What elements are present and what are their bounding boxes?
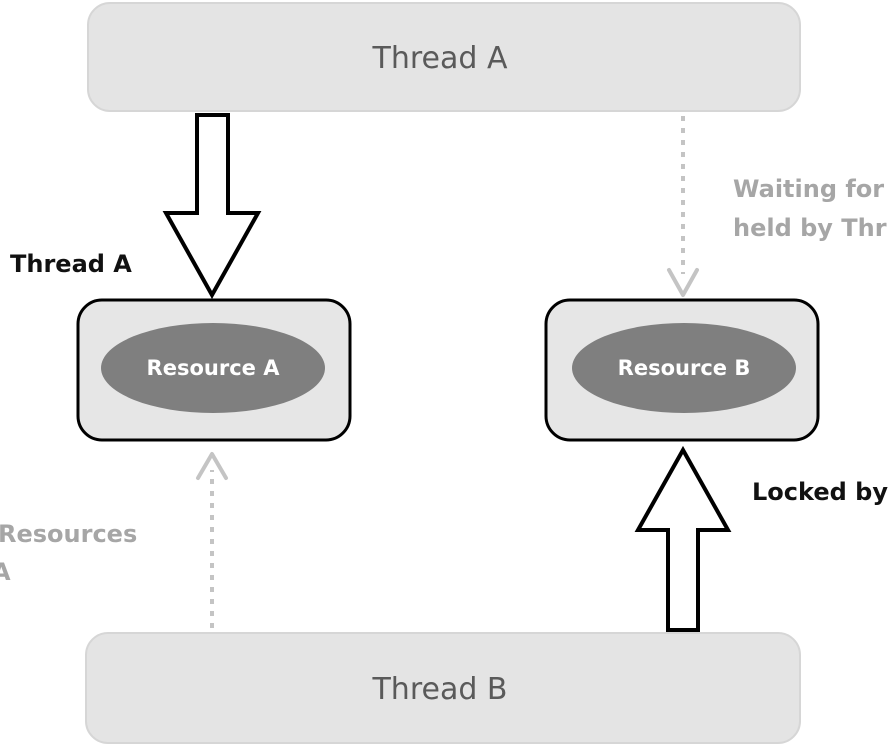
resource-a-ellipse bbox=[101, 323, 325, 413]
dotted-arrow-down-icon bbox=[667, 116, 699, 297]
resources-line1: Resources bbox=[0, 520, 137, 548]
resource-b-box: Resource B bbox=[544, 298, 820, 442]
resource-b-ellipse bbox=[572, 323, 796, 413]
solid-arrow-up-icon bbox=[634, 445, 732, 632]
locked-by-thread-a-label: Thread A bbox=[10, 250, 132, 278]
thread-a-bar: Thread A bbox=[87, 2, 801, 112]
dotted-arrow-up-icon bbox=[196, 452, 228, 628]
resource-a-box: Resource A bbox=[76, 298, 352, 442]
locked-by-label: Locked by bbox=[752, 478, 888, 506]
thread-b-bar: Thread B bbox=[85, 632, 801, 744]
thread-b-bar-label: Thread B bbox=[371, 672, 507, 707]
resources-line2: A bbox=[0, 558, 11, 586]
waiting-for-line1: Waiting for bbox=[733, 175, 884, 203]
resource-b-label: Resource B bbox=[618, 356, 751, 380]
waiting-for-line2: held by Thr bbox=[733, 214, 887, 242]
thread-a-bar-label: Thread A bbox=[372, 41, 508, 76]
solid-arrow-down-icon bbox=[162, 113, 262, 300]
resource-a-label: Resource A bbox=[147, 356, 281, 380]
